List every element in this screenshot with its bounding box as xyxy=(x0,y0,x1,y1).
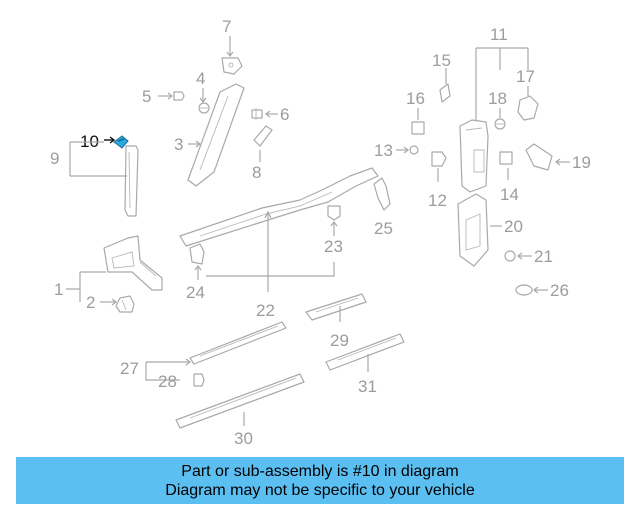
callout-9[interactable]: 9 xyxy=(50,149,59,168)
part-12-bolt xyxy=(431,151,447,167)
leader-1 xyxy=(66,271,106,302)
callout-22[interactable]: 22 xyxy=(256,301,275,320)
parts-diagram: 10 9 1 2 3 4 5 7 6 xyxy=(50,17,591,448)
leader-9 xyxy=(69,141,127,177)
part-6-clip xyxy=(251,108,263,120)
part-21-bolt xyxy=(504,250,516,262)
part-1-kick-panel xyxy=(103,235,163,291)
callout-27[interactable]: 27 xyxy=(120,359,139,378)
part-23-clip xyxy=(327,205,341,221)
callout-13[interactable]: 13 xyxy=(374,141,393,160)
callout-11[interactable]: 11 xyxy=(490,25,508,44)
part-18-screw xyxy=(494,118,506,130)
part-13-bolt xyxy=(409,145,419,155)
callout-29[interactable]: 29 xyxy=(330,331,349,350)
callout-25[interactable]: 25 xyxy=(374,219,393,238)
callout-8[interactable]: 8 xyxy=(252,163,261,182)
callout-16[interactable]: 16 xyxy=(406,89,425,108)
callout-4[interactable]: 4 xyxy=(196,69,205,88)
part-31-scuff-plate xyxy=(325,333,405,371)
part-10-clip[interactable] xyxy=(113,135,129,149)
arrow-10 xyxy=(109,136,116,144)
part-20-lower-trim xyxy=(457,193,489,267)
callout-14[interactable]: 14 xyxy=(500,185,519,204)
part-30-scuff-plate xyxy=(175,373,305,429)
callout-23[interactable]: 23 xyxy=(324,237,343,256)
callout-1[interactable]: 1 xyxy=(54,280,63,299)
callout-24[interactable]: 24 xyxy=(186,283,205,302)
part-3-a-pillar-trim xyxy=(187,83,245,187)
part-26-grommet xyxy=(515,284,533,296)
part-19-handle xyxy=(525,143,553,171)
callout-28[interactable]: 28 xyxy=(158,372,177,391)
part-27-scuff-plate xyxy=(189,321,287,365)
callout-20[interactable]: 20 xyxy=(504,217,523,236)
banner-line-2: Diagram may not be specific to your vehi… xyxy=(165,481,475,499)
part-8-pad xyxy=(253,125,273,147)
leader-27 xyxy=(145,361,190,381)
part-9-pillar-trim xyxy=(124,145,139,217)
callout-19[interactable]: 19 xyxy=(572,153,591,172)
part-16-clip xyxy=(411,121,425,135)
callout-6[interactable]: 6 xyxy=(280,105,289,124)
part-28-clip xyxy=(193,373,205,387)
callout-5[interactable]: 5 xyxy=(142,87,151,106)
part-17-cover xyxy=(517,95,539,121)
callout-31[interactable]: 31 xyxy=(358,377,377,396)
callout-21[interactable]: 21 xyxy=(534,247,553,266)
part-2-clip xyxy=(115,295,135,313)
part-14-clip xyxy=(499,151,513,165)
callout-18[interactable]: 18 xyxy=(488,89,507,108)
callout-12[interactable]: 12 xyxy=(428,191,447,210)
part-22-sill-trim xyxy=(179,167,379,247)
part-11-b-pillar-trim xyxy=(459,119,489,193)
part-24-clip xyxy=(189,243,205,265)
leader-11 xyxy=(475,47,529,124)
callout-30[interactable]: 30 xyxy=(234,429,253,448)
part-29-scuff-plate xyxy=(305,293,367,321)
part-5-bolt xyxy=(173,91,185,101)
callout-26[interactable]: 26 xyxy=(550,281,569,300)
info-banner: Part or sub-assembly is #10 in diagram D… xyxy=(16,457,624,504)
callout-17[interactable]: 17 xyxy=(516,67,535,86)
part-15-clip xyxy=(439,83,451,103)
callout-2[interactable]: 2 xyxy=(86,293,95,312)
callout-15[interactable]: 15 xyxy=(432,51,451,70)
banner-line-1: Part or sub-assembly is #10 in diagram xyxy=(181,462,459,480)
part-7-bracket xyxy=(221,57,243,75)
part-4-screw xyxy=(198,102,210,114)
part-25-bracket xyxy=(373,177,391,211)
callout-3[interactable]: 3 xyxy=(174,135,183,154)
callout-7[interactable]: 7 xyxy=(222,17,231,36)
